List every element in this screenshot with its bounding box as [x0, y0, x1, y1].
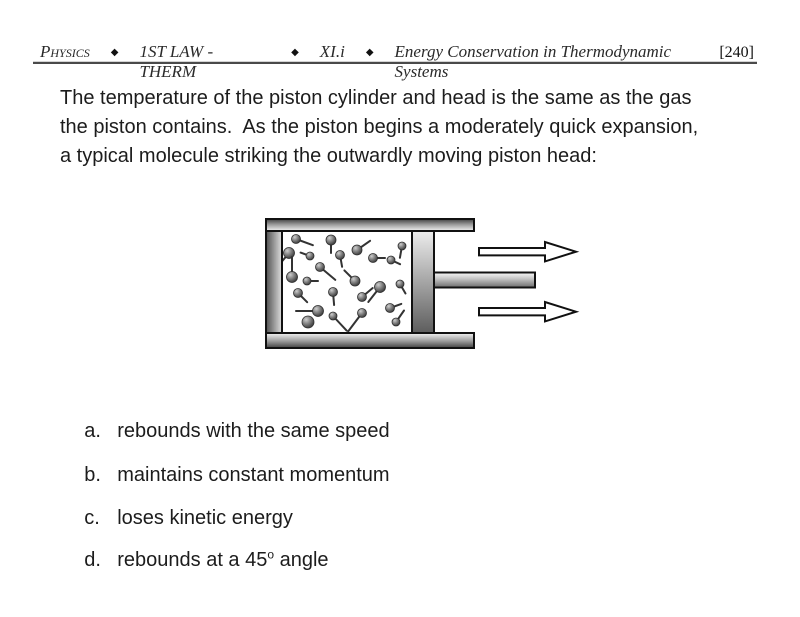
option-letter: c.	[84, 506, 100, 529]
section-label: XI.i	[319, 42, 345, 61]
gas-molecule	[291, 234, 301, 244]
diamond-separator-icon: ◆	[110, 47, 119, 58]
answer-option-c: c. loses kinetic energy	[62, 482, 293, 553]
option-text: loses kinetic energy	[117, 506, 293, 529]
gas-molecule	[395, 279, 405, 289]
diamond-separator-icon: ◆	[291, 47, 299, 58]
subject-label: Physics	[40, 42, 90, 61]
gas-molecule	[335, 250, 345, 260]
gas-molecule	[328, 311, 338, 321]
answer-option-d: d. rebounds at a 45o angle	[62, 524, 329, 595]
answer-option-b: b. maintains constant momentum	[62, 439, 390, 510]
gas-molecule	[312, 305, 324, 317]
diamond-separator-icon: ◆	[365, 47, 374, 58]
answer-option-a: a. rebounds with the same speed	[62, 395, 390, 466]
gas-molecule	[293, 288, 303, 298]
option-letter: d.	[84, 548, 101, 571]
topic-label: Energy Conservation in Thermodynamic Sys…	[394, 42, 672, 81]
gas-molecule	[374, 281, 386, 293]
cylinder-left-wall	[265, 218, 284, 349]
option-text-suffix: angle	[274, 548, 329, 571]
option-letter: b.	[84, 463, 101, 486]
gas-molecule	[315, 262, 325, 272]
gas-molecules-group	[283, 234, 407, 332]
gas-molecule	[305, 251, 315, 261]
question-text: The temperature of the piston cylinder a…	[60, 84, 698, 171]
gas-molecule	[328, 287, 338, 297]
gas-molecule	[391, 317, 401, 327]
gas-molecule	[325, 234, 337, 246]
page-number: [240]	[719, 44, 754, 61]
header-divider	[33, 61, 757, 64]
option-text: rebounds with the same speed	[117, 419, 390, 442]
piston-rod	[432, 271, 536, 289]
gas-chamber	[281, 230, 414, 334]
gas-molecule	[351, 244, 363, 256]
piston-head	[411, 230, 435, 334]
cylinder-top-wall	[265, 218, 475, 232]
motion-arrow-upper	[478, 240, 580, 263]
series-label: 1ST LAW - THERM	[139, 42, 214, 81]
question-line: a typical molecule striking the outwardl…	[60, 145, 597, 167]
option-superscript: o	[267, 547, 275, 561]
option-text: rebounds at a 45	[117, 548, 268, 571]
header-breadcrumb: Physics ◆ 1ST LAW - THERM ◆ XI.i ◆ Energ…	[40, 42, 719, 82]
gas-molecule	[368, 253, 378, 263]
gas-molecule	[385, 303, 395, 313]
gas-molecule	[357, 292, 367, 302]
option-letter: a.	[84, 419, 101, 442]
gas-molecule	[349, 275, 361, 287]
motion-arrow-lower	[478, 300, 580, 323]
gas-molecule	[302, 276, 312, 286]
gas-molecule	[286, 271, 298, 283]
piston-diagram-svg	[265, 218, 580, 349]
cylinder-bottom-wall	[265, 332, 475, 349]
option-text: maintains constant momentum	[117, 463, 390, 486]
gas-molecule	[283, 247, 295, 259]
gas-molecule	[386, 255, 396, 265]
gas-molecule	[397, 241, 407, 251]
gas-molecule	[301, 315, 315, 329]
gas-molecule	[357, 308, 367, 318]
question-line: The temperature of the piston cylinder a…	[60, 87, 692, 109]
page-header: Physics ◆ 1ST LAW - THERM ◆ XI.i ◆ Energ…	[40, 42, 754, 81]
question-line: the piston contains. As the piston begin…	[60, 116, 699, 138]
